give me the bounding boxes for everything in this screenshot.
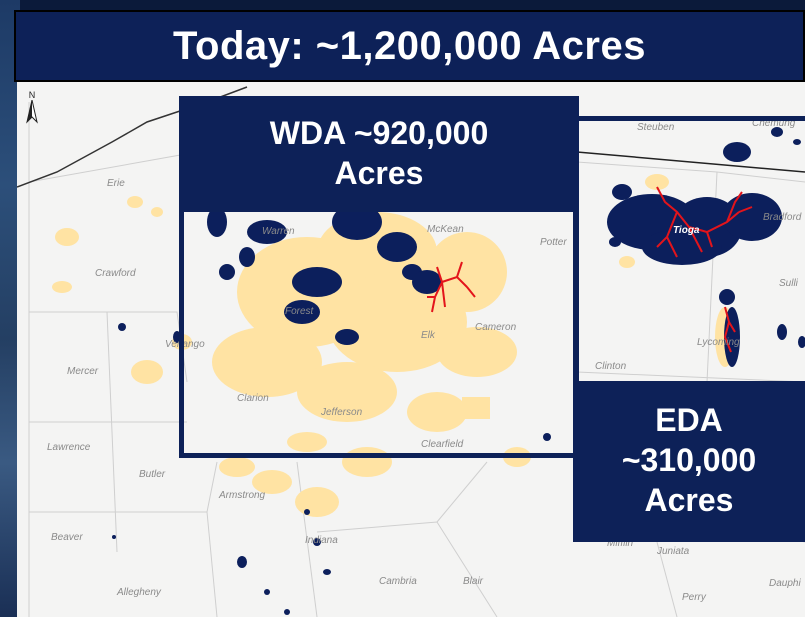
county-label-erie: Erie bbox=[107, 178, 125, 189]
county-label-chemung: Chemung bbox=[752, 118, 796, 129]
county-label-tioga: Tioga bbox=[673, 225, 700, 236]
eda-label-line1: EDA bbox=[655, 402, 723, 438]
county-label-juniata: Juniata bbox=[657, 546, 690, 557]
county-label-blair: Blair bbox=[463, 576, 484, 587]
county-label-venango: Venango bbox=[165, 339, 205, 350]
county-label-allegheny: Allegheny bbox=[117, 587, 161, 598]
county-label-mckean: McKean bbox=[427, 224, 464, 235]
page-title: Today: ~1,200,000 Acres bbox=[173, 23, 646, 68]
title-bar: Today: ~1,200,000 Acres bbox=[14, 10, 805, 82]
eda-frame bbox=[573, 116, 805, 386]
eda-label-line3: Acres bbox=[644, 482, 734, 518]
county-label-clearfield: Clearfield bbox=[421, 439, 464, 450]
county-label-beaver: Beaver bbox=[51, 532, 83, 543]
county-label-lawrence: Lawrence bbox=[47, 442, 91, 453]
county-label-clinton: Clinton bbox=[595, 361, 627, 372]
map-graphics bbox=[17, 86, 805, 617]
wda-label-line2: Acres bbox=[334, 155, 424, 191]
county-label-jefferson: Jefferson bbox=[321, 407, 363, 418]
county-label-indiana: Indiana bbox=[305, 535, 338, 546]
county-boundaries bbox=[28, 101, 805, 617]
background-photo-strip bbox=[0, 0, 20, 617]
county-label-cameron: Cameron bbox=[475, 322, 517, 333]
pipelines bbox=[427, 186, 753, 353]
north-arrow-icon bbox=[26, 99, 38, 124]
county-label-sullivan: Sulli bbox=[779, 278, 798, 289]
county-label-elk: Elk bbox=[421, 330, 435, 341]
eda-label-line2: ~310,000 bbox=[621, 442, 757, 478]
operated-acreage bbox=[112, 127, 805, 615]
county-label-steuben: Steuben bbox=[637, 122, 675, 133]
county-label-mercer: Mercer bbox=[67, 366, 99, 377]
county-label-dauphin: Dauphi bbox=[769, 578, 801, 589]
county-label-crawford: Crawford bbox=[95, 268, 136, 279]
county-label-warren: Warren bbox=[262, 226, 295, 237]
county-label-armstrong: Armstrong bbox=[219, 490, 266, 501]
county-label-bradford: Bradford bbox=[763, 212, 802, 223]
county-label-cambria: Cambria bbox=[379, 576, 417, 587]
county-label-clarion: Clarion bbox=[237, 393, 269, 404]
eda-label: EDA ~310,000 Acres bbox=[573, 386, 805, 542]
wda-label-line1: WDA ~920,000 bbox=[269, 115, 489, 151]
county-label-perry: Perry bbox=[682, 592, 706, 603]
county-label-butler: Butler bbox=[139, 469, 166, 480]
north-arrow-label: N bbox=[28, 90, 36, 100]
state-border bbox=[576, 151, 805, 173]
county-label-mifflin: Mifflin bbox=[607, 538, 634, 549]
county-label-lycoming: Lycoming bbox=[697, 337, 740, 348]
wda-label: WDA ~920,000 Acres bbox=[179, 96, 579, 212]
county-label-potter: Potter bbox=[540, 237, 567, 248]
north-arrow: N bbox=[26, 90, 38, 128]
county-label-forest: Forest bbox=[285, 306, 314, 317]
